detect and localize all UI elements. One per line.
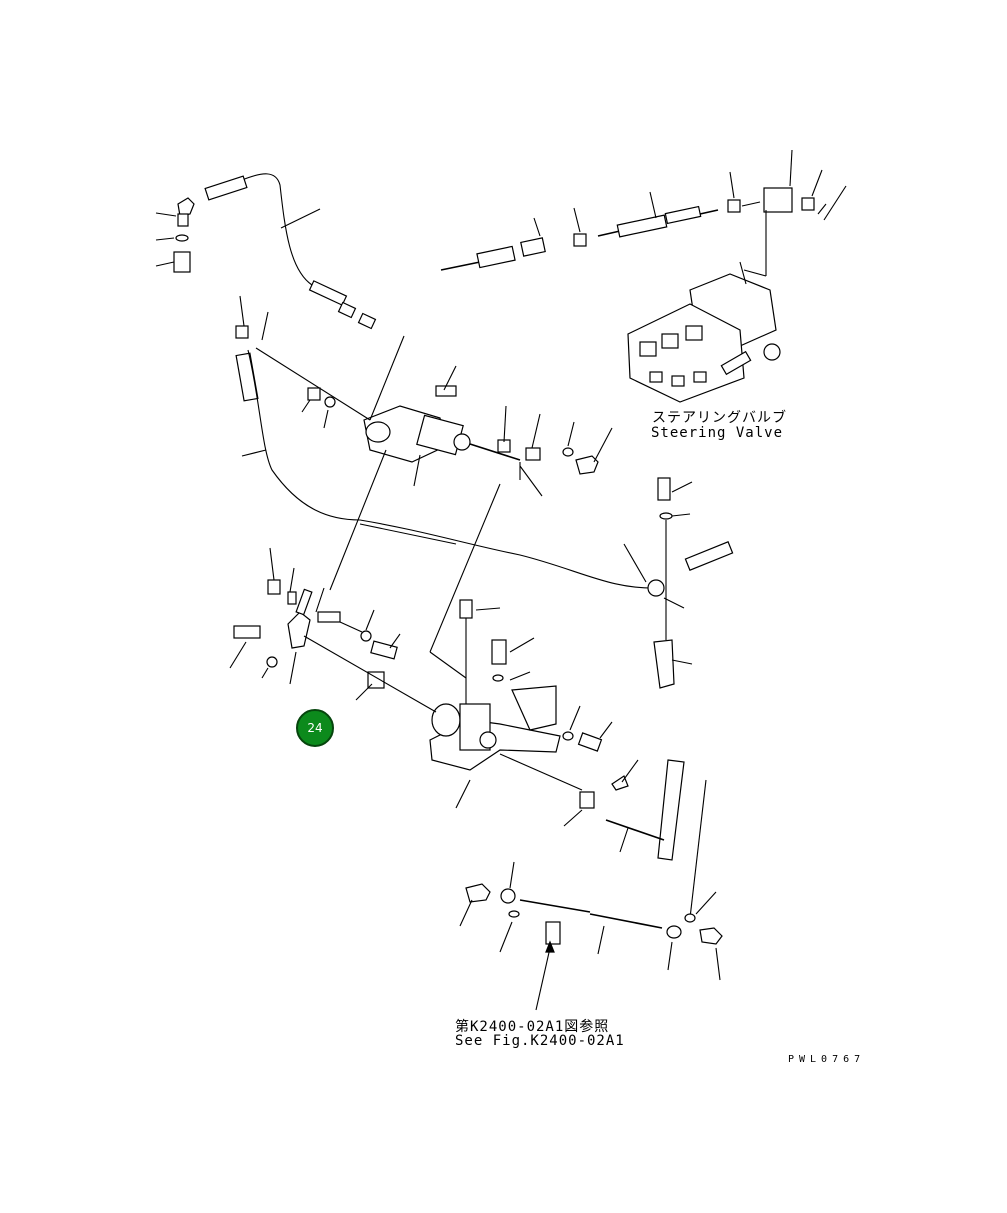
part-callout-24[interactable]: 24 xyxy=(296,709,334,747)
figure-reference-en: See Fig.K2400-02A1 xyxy=(455,1033,625,1049)
pedal-lever xyxy=(605,759,707,919)
bolt-washer-right xyxy=(562,705,613,827)
callout-number: 24 xyxy=(307,721,323,735)
hose-clamp-right xyxy=(647,477,734,689)
leader-lines-middle xyxy=(241,335,661,679)
hose-assembly-top xyxy=(204,173,377,330)
pedal-bracket xyxy=(429,599,583,809)
brake-valve-assembly xyxy=(363,365,613,497)
elbow-fittings-left xyxy=(155,197,195,273)
control-rod-top xyxy=(440,149,847,277)
figure-reference-jp: 第K2400-02A1図参照 xyxy=(455,1019,610,1035)
steering-valve-label-jp: ステアリングバルブ xyxy=(652,410,787,426)
control-rod-bottom xyxy=(459,861,723,1011)
nut-washer-set-left xyxy=(235,295,336,429)
lever-arm-left xyxy=(229,547,437,713)
drawing-code: PWL0767 xyxy=(788,1054,866,1065)
steering-valve-body xyxy=(627,261,781,403)
steering-valve-label-en: Steering Valve xyxy=(651,425,784,441)
